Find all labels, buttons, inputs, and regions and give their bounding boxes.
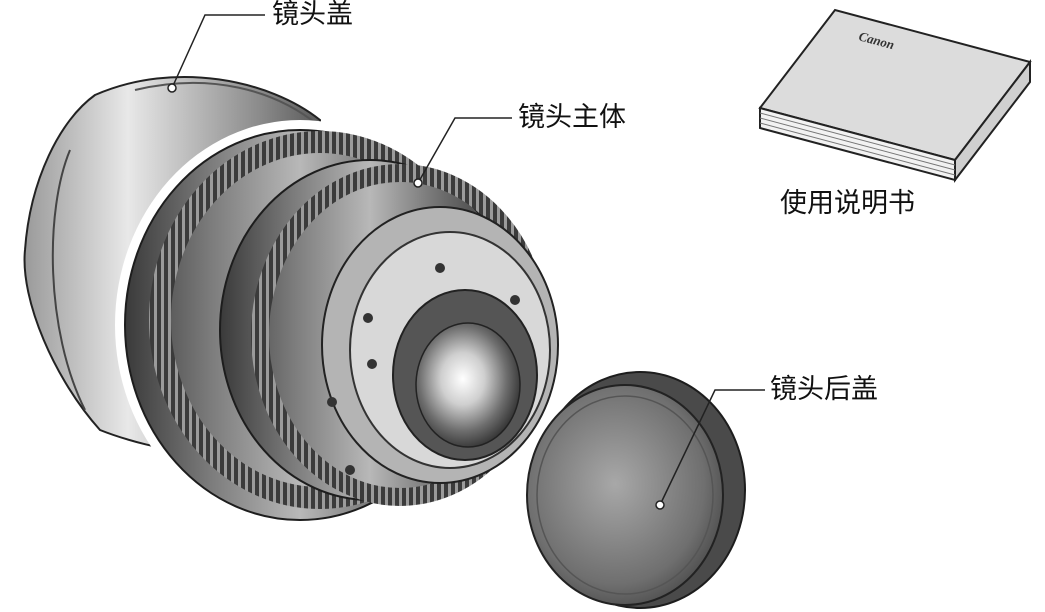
- leader-dots: [167, 83, 665, 510]
- rear-cap-label: 镜头后盖: [770, 374, 878, 405]
- leader-lines: [171, 14, 765, 506]
- lens-cap-label: 镜头盖: [272, 0, 353, 30]
- manual-drawing: Canon: [758, 8, 1032, 183]
- lens-body-label: 镜头主体: [518, 102, 626, 133]
- rear-cap-drawing: [526, 371, 746, 609]
- lens-body-drawing: [115, 120, 559, 530]
- manual-label: 使用说明书: [780, 188, 915, 219]
